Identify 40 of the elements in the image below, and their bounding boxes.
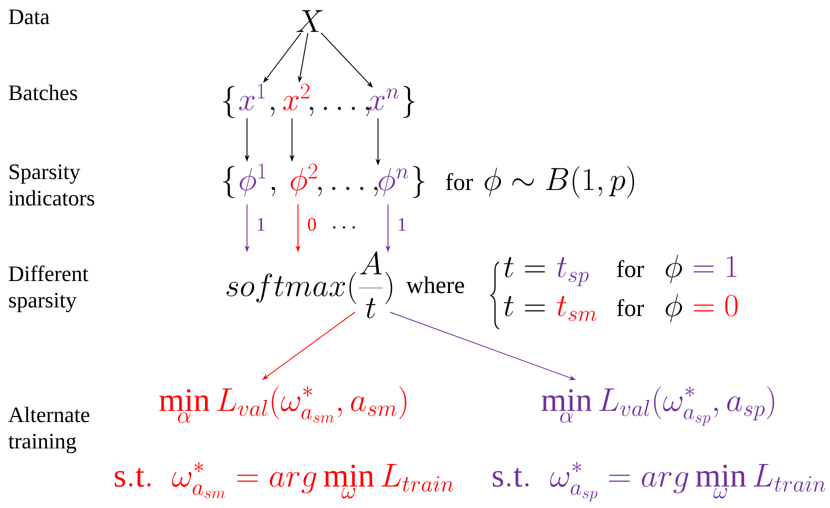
formula: $t_{sm}$ <box>556 296 596 322</box>
math-symbol: $x^{1}$ <box>239 84 265 110</box>
formula: $t_{sp}$ <box>556 257 589 286</box>
ellipsis: $\cdots$ <box>333 226 355 229</box>
formula: $t =$ <box>504 296 545 316</box>
formula: $\{$ <box>223 86 234 118</box>
text-label: where <box>406 276 464 294</box>
formula: $= 0$ <box>694 294 738 316</box>
edge-label: 1 <box>398 218 406 231</box>
math-symbol: $\phi^{n}$ <box>378 168 408 197</box>
formula: $,\ldots,$ <box>310 106 370 116</box>
formula: $\}$ <box>403 86 415 118</box>
row-label: Data <box>8 10 50 24</box>
formula: $= 1$ <box>694 256 736 277</box>
text-label: for <box>616 299 644 316</box>
formula: $\min_{\alpha} L_{val}(\omega^{*}_{a_{sm}}, a_{sm})$ $\mathrm{s.t.}\;\; \omega^{*}_{a_{sm}} = arg\min_{\omega} L_{train}$ <box>114 386 454 498</box>
formula: $\phi$ <box>666 294 682 323</box>
formula: $,$ <box>270 106 274 116</box>
formula: $\phi$ <box>666 254 682 284</box>
text-label: for <box>616 260 644 278</box>
formula: $\{$ <box>223 166 234 198</box>
math-symbol: $\phi^{1}$ <box>240 164 266 197</box>
math-symbol: $x^{2}$ <box>283 84 310 110</box>
math-symbol: $x^{n}$ <box>369 88 398 110</box>
math-symbol: $\phi^{2}$ <box>290 164 318 197</box>
row-label: Different sparsity <box>8 266 88 312</box>
formula: $softmax(\frac{A}{t})$ <box>226 252 392 318</box>
formula: $\phi\sim B(1,p)$ <box>484 166 634 198</box>
edge-label: 0 <box>308 218 316 231</box>
row-label: Sparsity indicators <box>8 164 94 206</box>
formula: $,$ <box>272 186 276 196</box>
formula: $t =$ <box>504 257 545 278</box>
row-label: Alternate training <box>8 406 90 454</box>
formula: $,\ldots,$ <box>318 186 378 196</box>
text-label: for <box>446 173 473 190</box>
math-symbol: $X$ <box>296 10 323 32</box>
formula: $\}$ <box>413 166 424 198</box>
edge-label: 1 <box>258 218 265 231</box>
formula: $\min_{\alpha} L_{val}(\omega^{*}_{a_{sp}}, a_{sp})$ $\mathrm{s.t.}\;\; \omega^{*}_{a_{sp}} = arg\min_{\omega} L_{train}$ <box>492 386 826 502</box>
row-label: Batches <box>8 84 78 100</box>
